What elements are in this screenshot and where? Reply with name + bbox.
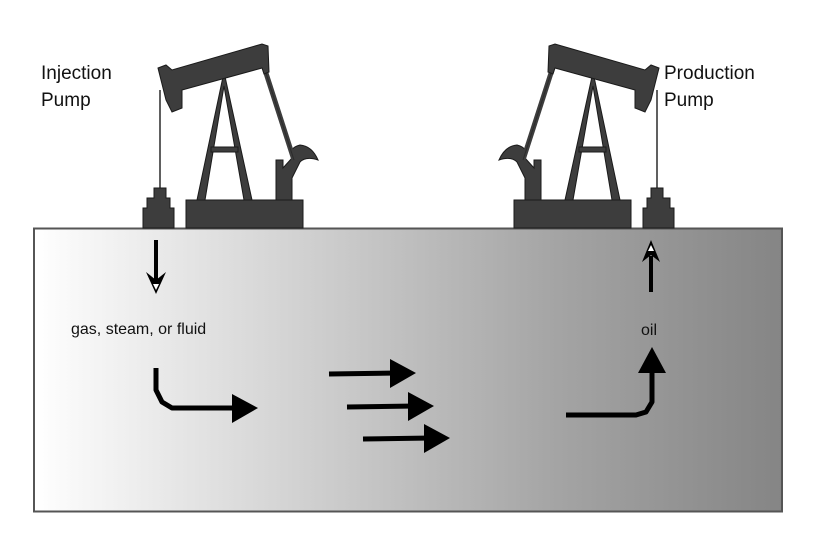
production-pump-label-line1: Production bbox=[664, 63, 755, 84]
production-pumpjack-icon bbox=[499, 44, 674, 228]
produced-medium-label: oil bbox=[641, 322, 657, 339]
injection-pump-label-line1: Injection bbox=[41, 63, 112, 84]
injected-medium-label: gas, steam, or fluid bbox=[71, 321, 206, 338]
injection-pumpjack-icon bbox=[143, 44, 318, 228]
injection-down-arrow-icon bbox=[146, 240, 166, 294]
production-pump-label-line2: Pump bbox=[664, 90, 714, 111]
injection-flow-arrow-icon bbox=[153, 368, 258, 423]
reservoir-flow-arrows-icon bbox=[328, 359, 450, 453]
production-up-arrow-icon bbox=[642, 240, 660, 292]
injection-pump-label-line2: Pump bbox=[41, 90, 91, 111]
production-flow-arrow-icon bbox=[566, 347, 666, 418]
